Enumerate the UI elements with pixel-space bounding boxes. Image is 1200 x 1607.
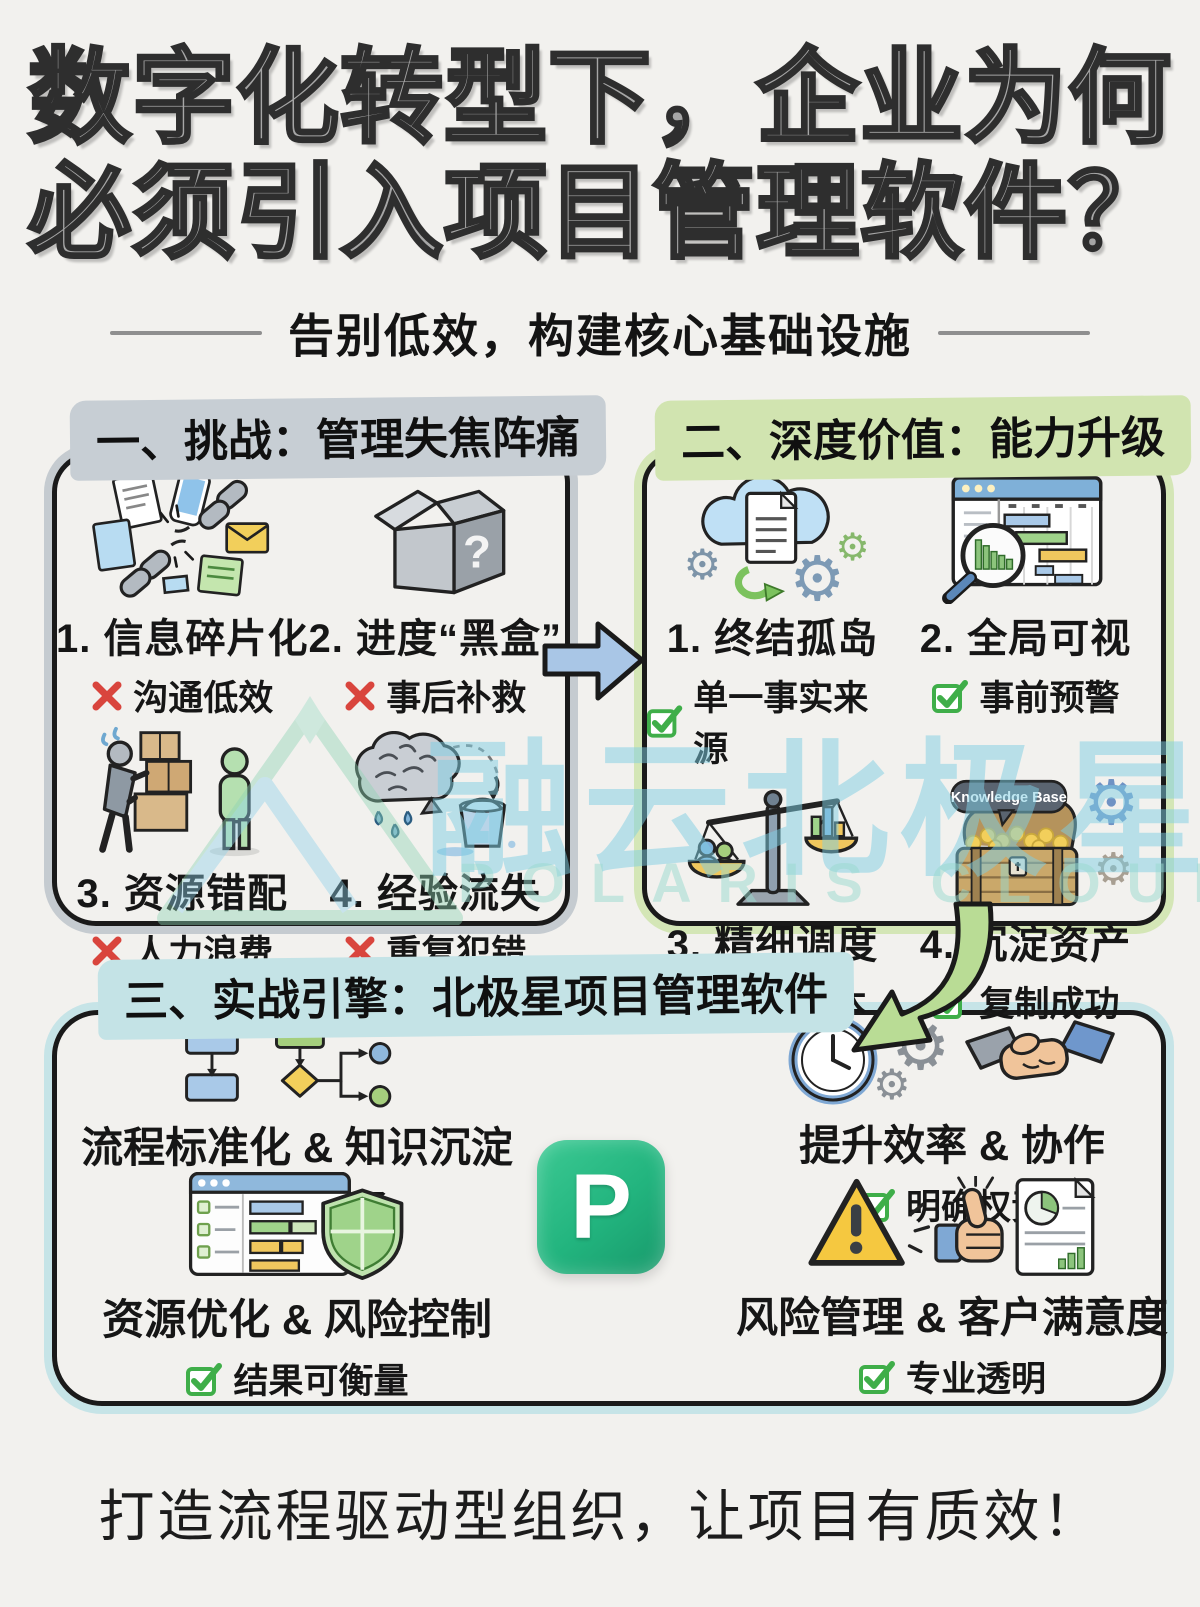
- gear-icon: ⚙: [835, 525, 870, 569]
- item-title: 3. 资源错配: [76, 872, 288, 916]
- status-text: 专业透明: [905, 1360, 1046, 1399]
- treasure-chest-icon: Knowledge Base ⚙ ⚙: [908, 772, 1144, 910]
- down-arrow-icon: [838, 900, 1008, 1063]
- knowledge-base-badge: Knowledge Base: [950, 790, 1066, 806]
- challenge-grid: 1. 信息碎片化 沟通低效 ? 2. 进度“黑盒” 事后补救: [56, 466, 561, 973]
- status-row: 专业透明: [858, 1351, 1046, 1402]
- engine-heading: 三、实战引擎：北极星项目管理软件: [97, 952, 855, 1040]
- gear-icon: ⚙: [683, 540, 722, 589]
- status-text: 事前预警: [979, 679, 1120, 718]
- status-row: 事前预警: [931, 670, 1120, 721]
- mystery-box-icon: ?: [355, 466, 515, 604]
- title-line-2: 必须引入项目管理软件？: [26, 154, 1173, 273]
- flow-arrow-icon: [542, 616, 646, 709]
- subtitle: 告别低效，构建核心基础设施: [288, 310, 912, 362]
- cross-icon: [345, 681, 375, 710]
- handshake-icon: [965, 1020, 1115, 1080]
- gear-icon: ⚙: [873, 1060, 911, 1109]
- tagline: 打造流程驱动型组织，让项目有质效！: [98, 1485, 1102, 1548]
- cloud-sync-icon: ⚙ ⚙ ⚙: [678, 466, 870, 610]
- item-title: 资源优化 & 风险控制: [102, 1296, 492, 1343]
- value-heading: 二、深度价值：能力升级: [654, 395, 1192, 481]
- status-row: 沟通低效: [91, 670, 273, 721]
- warning-triangle-icon: [808, 1178, 905, 1266]
- gear-icon: ⚙: [789, 542, 846, 615]
- report-doc-icon: [1015, 1176, 1096, 1276]
- challenge-heading: 一、挑战：管理失焦阵痛: [69, 395, 607, 481]
- challenge-item-3: 3. 资源错配 人力浪费: [56, 721, 308, 976]
- subtitle-row: 告别低效，构建核心基础设施: [0, 300, 1200, 366]
- question-mark: ?: [463, 527, 491, 578]
- item-title: 提升效率 & 协作: [799, 1122, 1105, 1169]
- cross-icon: [92, 681, 122, 710]
- status-text: 沟通低效: [133, 679, 274, 718]
- status-text: 事后补救: [386, 679, 527, 718]
- thumbs-up-icon: [934, 1176, 1004, 1263]
- challenge-item-4: 4. 经验流失 重复犯错: [308, 721, 561, 976]
- subtitle-divider-left: [110, 331, 262, 335]
- gear-icon: ⚙: [1083, 766, 1140, 839]
- check-icon: [858, 1360, 895, 1394]
- item-title: 流程标准化 & 知识沉淀: [81, 1124, 513, 1171]
- item-title: 2. 全局可视: [919, 617, 1132, 661]
- title-line-1: 数字化转型下，企业为何: [26, 38, 1173, 157]
- challenge-item-1: 1. 信息碎片化 沟通低效: [56, 466, 308, 721]
- value-item-1: ⚙ ⚙ ⚙ 1. 终结孤岛 单一事实来源: [646, 466, 899, 772]
- check-icon: [646, 705, 683, 738]
- subtitle-divider-right: [938, 331, 1090, 335]
- value-item-2: 2. 全局可视 事前预警: [899, 466, 1152, 772]
- item-title: 4. 经验流失: [329, 872, 541, 916]
- status-text: 结果可衡量: [233, 1362, 409, 1401]
- status-text: 复制成功: [979, 985, 1120, 1024]
- balance-scale-icon: [685, 772, 861, 910]
- gantt-magnifier-icon: [936, 466, 1116, 604]
- polaris-app-icon: P: [537, 1140, 665, 1274]
- engine-item-2: ⚙ ⚙ 提升效率 & 协作 明确权责: [732, 1012, 1172, 1230]
- engine-item-3: 资源优化 & 风险控制 结果可衡量: [62, 1168, 532, 1404]
- item-title: 1. 信息碎片化: [56, 617, 309, 661]
- item-title: 2. 进度“黑盒”: [308, 617, 562, 661]
- app-letter: P: [570, 1155, 632, 1258]
- status-row: 单一事实来源: [646, 670, 899, 772]
- cross-icon: [92, 936, 122, 965]
- resource-shield-icon: [181, 1168, 413, 1280]
- brain-drain-icon: [335, 721, 535, 859]
- check-icon: [932, 679, 969, 713]
- item-title: 1. 终结孤岛: [666, 617, 879, 661]
- page-title: 数字化转型下，企业为何 必须引入项目管理软件？: [0, 38, 1200, 273]
- status-text: 单一事实来源: [693, 679, 869, 769]
- risk-satisfaction-icon: [797, 1176, 1107, 1278]
- check-icon: [186, 1362, 223, 1396]
- challenge-item-2: ? 2. 进度“黑盒” 事后补救: [308, 466, 561, 721]
- value-grid: ⚙ ⚙ ⚙ 1. 终结孤岛 单一事实来源: [646, 466, 1152, 1024]
- broken-chain-icon: [82, 466, 282, 604]
- gear-icon: ⚙: [1093, 844, 1133, 895]
- overloaded-worker-icon: [87, 721, 277, 859]
- item-title: 风险管理 & 客户满意度: [736, 1294, 1168, 1341]
- engine-item-4: 风险管理 & 客户满意度 专业透明: [732, 1176, 1172, 1402]
- status-row: 结果可衡量: [185, 1353, 409, 1404]
- status-row: 事后补救: [344, 670, 526, 721]
